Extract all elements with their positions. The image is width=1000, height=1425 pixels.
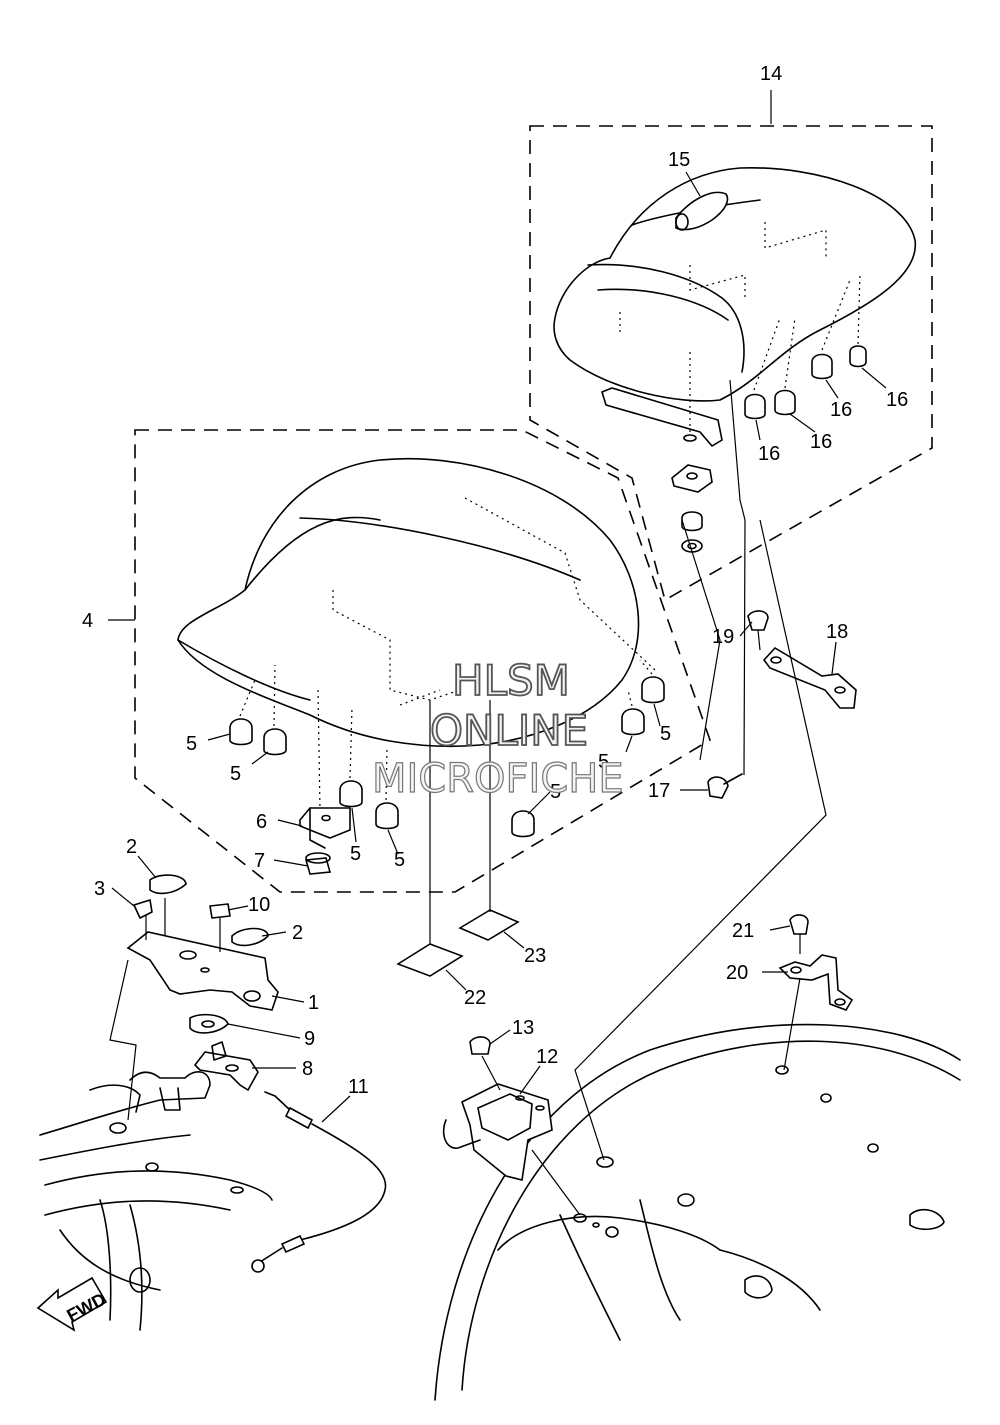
callout-14: 14 [760, 63, 782, 85]
callout-5-g: 5 [660, 723, 671, 745]
bolt-17 [707, 773, 743, 799]
callout-7: 7 [254, 850, 265, 872]
callout-23: 23 [524, 945, 546, 967]
watermark-line-2: ONLINE [430, 706, 588, 755]
callout-5-e: 5 [550, 781, 561, 803]
callout-15: 15 [668, 149, 690, 171]
callout-8: 8 [302, 1058, 313, 1080]
callout-16-a: 16 [758, 443, 780, 465]
rubber-dampers-16 [689, 271, 867, 436]
callout-5-f: 5 [598, 751, 609, 773]
callout-1: 1 [308, 992, 319, 1014]
callout-16-d: 16 [886, 389, 908, 411]
callout-5-b: 5 [230, 763, 241, 785]
callout-6: 6 [256, 811, 267, 833]
callout-leaders [108, 90, 887, 1123]
rear-seat [553, 167, 917, 402]
callout-5-d: 5 [394, 849, 405, 871]
callout-16-c: 16 [830, 399, 852, 421]
watermark-line-3: MICROFICHE [372, 756, 624, 802]
seat-bracket-6 [299, 807, 351, 875]
rubber-dampers-5 [229, 659, 665, 838]
rear-seat-bracket [601, 379, 746, 553]
stay-20 [778, 914, 854, 1011]
frame-section [39, 1071, 273, 1331]
watermark: HLSM ONLINE MICROFICHE [371, 655, 624, 803]
callout-13: 13 [512, 1017, 534, 1039]
callout-21: 21 [732, 920, 754, 942]
callout-11: 11 [348, 1076, 369, 1098]
seat-latch-8 [193, 1041, 259, 1092]
seat-lock-12 [442, 1036, 553, 1181]
callout-2-a: 2 [126, 836, 137, 858]
front-seat [177, 457, 656, 748]
callout-2-b: 2 [292, 922, 303, 944]
forward-direction-arrow: FWD [36, 1276, 109, 1332]
decal-23 [458, 909, 520, 941]
callout-9: 9 [304, 1028, 315, 1050]
callout-12: 12 [536, 1046, 558, 1068]
callout-16-b: 16 [810, 431, 832, 453]
callout-5-c: 5 [350, 843, 361, 865]
callout-22: 22 [464, 987, 486, 1009]
callout-18: 18 [826, 621, 848, 643]
seat-lock-cable-11 [251, 1091, 387, 1273]
callout-10: 10 [248, 894, 270, 916]
seat-lock-base-1 [126, 874, 279, 1034]
decal-22 [396, 943, 464, 977]
callout-5-a: 5 [186, 733, 197, 755]
callout-4: 4 [82, 610, 93, 632]
callout-19: 19 [712, 626, 734, 648]
callout-labels: 14 15 16 16 16 16 16 4 5 5 5 5 5 5 5 6 7… [82, 63, 908, 1098]
watermark-line-1: HLSM [452, 656, 570, 705]
rear-fender [434, 1023, 961, 1401]
bracket-18 [747, 610, 857, 709]
front-seat-assembly-boundary [134, 429, 711, 893]
callout-20: 20 [726, 962, 748, 984]
rear-seat-assembly-boundary [529, 125, 933, 602]
callout-3: 3 [94, 878, 105, 900]
callout-17: 17 [648, 780, 670, 802]
